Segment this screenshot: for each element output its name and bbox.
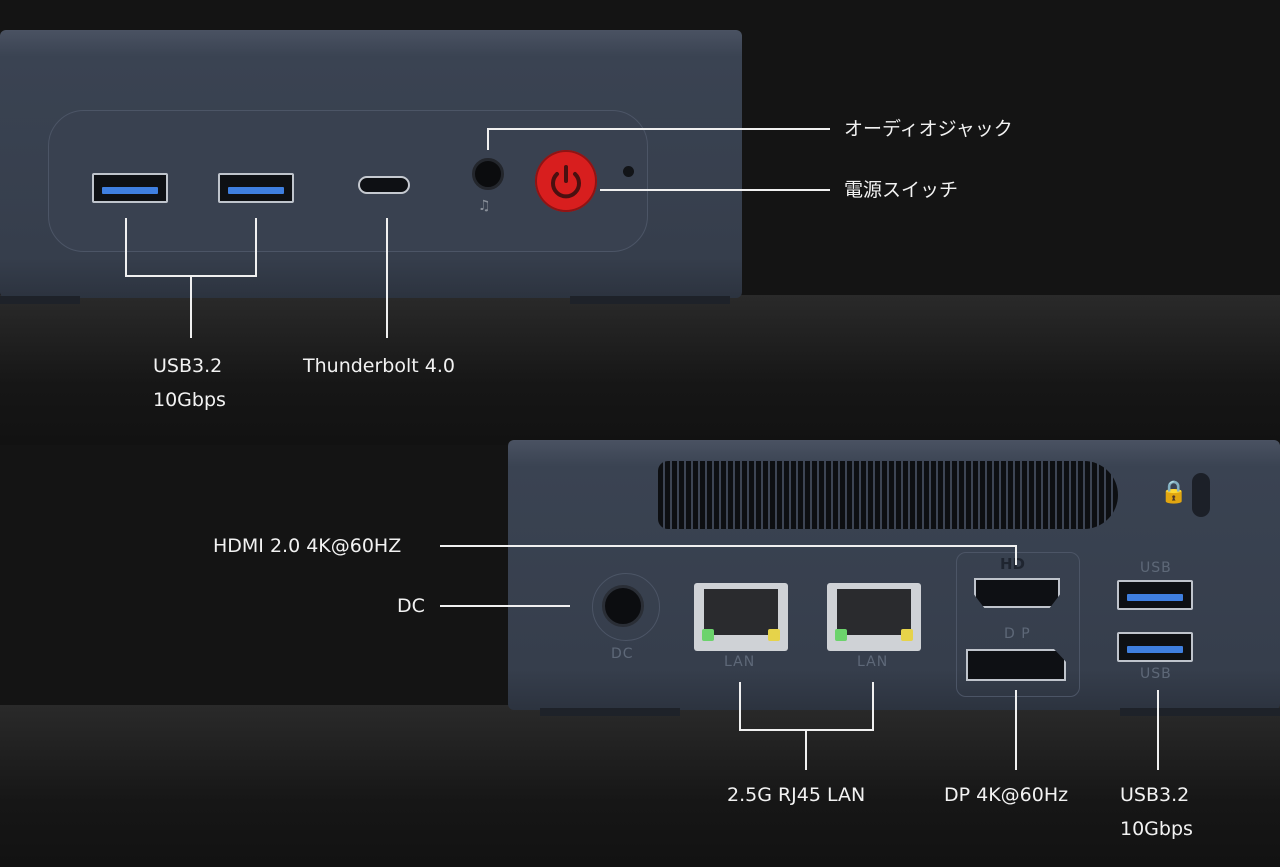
rear-usb-port-2 <box>1117 632 1193 662</box>
video-port-panel <box>956 552 1080 697</box>
surface-bottom <box>0 705 1280 867</box>
thunderbolt-port <box>358 176 410 194</box>
dc-port <box>602 585 644 627</box>
dp-marking: D P <box>1004 626 1031 642</box>
front-usb-label-1: USB3.2 <box>153 355 223 377</box>
lan1-marking: LAN <box>724 654 756 670</box>
usb-top-marking: USB <box>1140 560 1172 576</box>
headphone-icon: ♫ <box>478 198 491 214</box>
foot <box>570 296 730 304</box>
power-switch-label: 電源スイッチ <box>844 179 959 201</box>
rear-usb-label-2: 10Gbps <box>1120 818 1193 840</box>
dc-surround <box>592 573 660 641</box>
hdmi-callout <box>440 545 1017 565</box>
power-icon <box>551 165 581 199</box>
lan-label: 2.5G RJ45 LAN <box>727 784 866 806</box>
thunderbolt-label: Thunderbolt 4.0 <box>303 355 455 377</box>
dc-marking: DC <box>611 646 634 662</box>
foot <box>0 296 80 304</box>
foot <box>1120 708 1280 716</box>
hd-marking: HD <box>1000 555 1026 573</box>
lan2-marking: LAN <box>857 654 889 670</box>
rear-usb-port-1 <box>1117 580 1193 610</box>
usb-bottom-marking: USB <box>1140 666 1172 682</box>
front-usb-port-1 <box>92 173 168 203</box>
audio-jack <box>472 158 504 190</box>
audio-callout <box>487 128 830 150</box>
lan-port-2 <box>827 583 921 651</box>
audio-jack-label: オーディオジャック <box>844 118 1013 140</box>
hdmi-port <box>974 578 1060 608</box>
displayport-port <box>966 649 1066 681</box>
dc-label: DC <box>397 595 425 617</box>
mini-pc-front: ♫ <box>0 30 742 298</box>
front-usb-label-2: 10Gbps <box>153 389 226 411</box>
dp-label: DP 4K@60Hz <box>944 784 1069 806</box>
rear-usb-label-1: USB3.2 <box>1120 784 1190 806</box>
foot <box>540 708 680 716</box>
kensington-slot <box>1192 473 1210 517</box>
hdmi-label: HDMI 2.0 4K@60HZ <box>213 535 402 557</box>
status-led <box>623 166 634 177</box>
surface-top <box>0 295 1280 445</box>
lan-bracket <box>739 682 874 731</box>
front-usb-port-2 <box>218 173 294 203</box>
vent-grille <box>658 461 1118 529</box>
power-button <box>535 150 597 212</box>
kensington-lock-icon: 🔒 <box>1160 480 1188 505</box>
lan-port-1 <box>694 583 788 651</box>
usb-bracket <box>125 218 257 277</box>
